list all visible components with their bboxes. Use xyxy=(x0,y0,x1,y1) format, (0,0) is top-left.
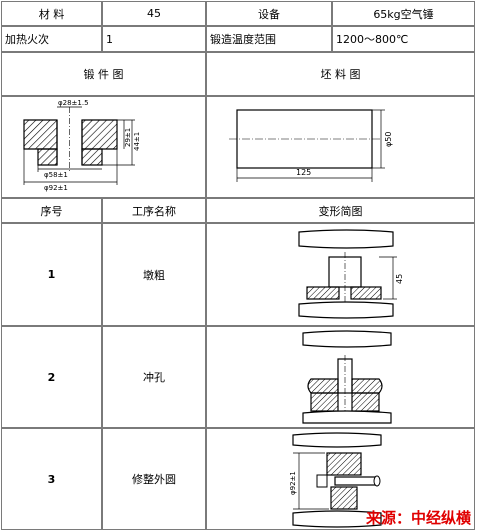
trimmed-workpiece xyxy=(316,452,362,510)
forging-shape xyxy=(23,107,118,173)
dim-trim-diameter: φ92±1 xyxy=(289,471,297,495)
dim-blank-length: 125 xyxy=(296,168,311,177)
blank-drawing: φ50 125 xyxy=(206,96,475,198)
upset-workpiece xyxy=(328,252,362,304)
forging-dimension-lines xyxy=(23,106,135,185)
dim-hub-diameter: φ58±1 xyxy=(44,171,68,179)
upset-dimension xyxy=(379,256,397,300)
step-1-sketch: 45 xyxy=(206,223,475,326)
punching-sketch-svg xyxy=(302,330,392,424)
bottom-die xyxy=(298,286,394,319)
bottom-die xyxy=(302,410,392,424)
temp-label: 锻造温度范围 xyxy=(206,26,332,52)
dim-total-height: 44±1 xyxy=(133,132,141,151)
step-2-sketch xyxy=(206,326,475,428)
forging-drawing: φ28±1.5 29±1 44±1 φ58±1 φ92±1 xyxy=(1,96,206,198)
blank-shape xyxy=(229,109,382,169)
col-header-name: 工序名称 xyxy=(102,198,206,223)
punch-tool xyxy=(337,355,353,419)
blank-drawing-title: 坯 料 图 xyxy=(206,52,475,96)
dim-outer-diameter: φ92±1 xyxy=(44,184,68,192)
step-3-sketch: φ92±1 xyxy=(206,428,475,530)
mandrel-bar xyxy=(334,475,381,487)
material-label: 材 料 xyxy=(1,1,102,26)
upper-anvil xyxy=(298,229,394,249)
upper-anvil xyxy=(302,330,392,348)
trimming-sketch-svg: φ92±1 xyxy=(289,432,382,528)
blank-dimension-lines xyxy=(236,109,385,182)
dim-bore: φ28±1.5 xyxy=(58,99,89,107)
dim-upset-height: 45 xyxy=(395,274,404,284)
material-value: 45 xyxy=(102,1,206,26)
forging-drawing-title: 锻 件 图 xyxy=(1,52,206,96)
step-2-name: 冲孔 xyxy=(102,326,206,428)
upper-anvil xyxy=(292,432,382,448)
col-header-sketch: 变形简图 xyxy=(206,198,475,223)
step-3-name: 修整外圆 xyxy=(102,428,206,530)
dim-blank-diameter: φ50 xyxy=(384,132,393,147)
equipment-label: 设备 xyxy=(206,1,332,26)
step-1-seq: 1 xyxy=(1,223,102,326)
heating-label: 加热火次 xyxy=(1,26,102,52)
forging-drawing-svg: φ28±1.5 29±1 44±1 φ58±1 φ92±1 xyxy=(23,99,141,192)
step-2-seq: 2 xyxy=(1,326,102,428)
bottom-anvil xyxy=(292,510,382,528)
equipment-value: 65kg空气锤 xyxy=(332,1,475,26)
col-header-seq: 序号 xyxy=(1,198,102,223)
step-1-name: 墩粗 xyxy=(102,223,206,326)
punched-workpiece xyxy=(307,378,383,412)
heating-value: 1 xyxy=(102,26,206,52)
upsetting-sketch-svg: 45 xyxy=(298,229,404,319)
source-watermark: 来源：中经纵横 xyxy=(365,509,471,527)
dim-flange-height: 29±1 xyxy=(124,128,132,147)
blank-drawing-svg: φ50 125 xyxy=(229,109,393,182)
step-3-seq: 3 xyxy=(1,428,102,530)
temp-value: 1200～800℃ xyxy=(332,26,475,52)
trim-dimension xyxy=(293,452,329,510)
